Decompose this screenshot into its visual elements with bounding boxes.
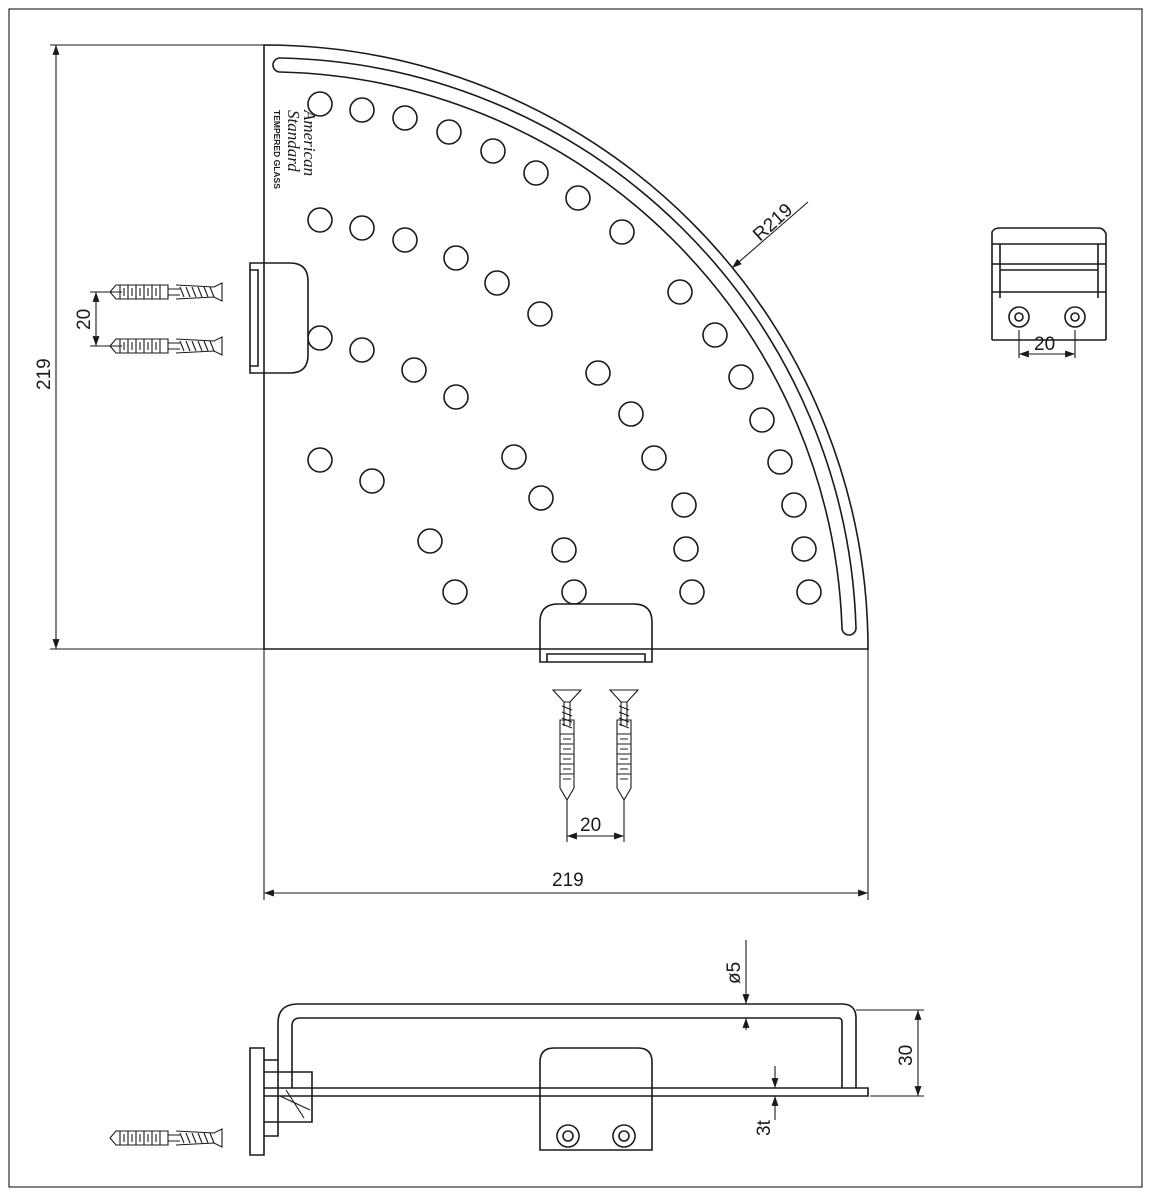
bottom-screw-spacing-label: 20: [580, 815, 601, 836]
bracket-hole-spacing-label: 20: [1034, 334, 1055, 355]
rail-height-dimension: 30: [856, 1009, 924, 1097]
glass-thickness-label: 3t: [754, 1119, 775, 1136]
rail-diameter-dimension: ø5: [724, 940, 750, 1030]
bracket-detail-view: 20: [991, 227, 1107, 358]
glass-thickness-dimension: 3t: [754, 1066, 779, 1136]
brand-name: American: [300, 109, 319, 176]
bottom-bracket: [539, 603, 653, 663]
height-label: 219: [34, 358, 55, 390]
height-dimension: 219: [34, 45, 60, 649]
left-screws: 20: [74, 282, 223, 356]
shelf-side-view: [109, 1003, 869, 1156]
brand-name-line2: Standard: [284, 110, 303, 172]
width-dimension: 219: [264, 870, 868, 897]
rail-height-label: 30: [896, 1045, 917, 1066]
drawing-frame: [8, 8, 1143, 1188]
left-bracket: [249, 262, 309, 374]
rail-diameter-label: ø5: [724, 962, 745, 984]
radius-label: R219: [749, 200, 797, 246]
bottom-screws: 20: [552, 689, 639, 842]
drain-holes: [307, 91, 822, 605]
width-label: 219: [552, 870, 584, 891]
material-label: TEMPERED GLASS: [272, 110, 282, 189]
shelf-top-view: American Standard TEMPERED GLASS R219: [50, 44, 869, 900]
left-screw-spacing-label: 20: [74, 309, 95, 330]
